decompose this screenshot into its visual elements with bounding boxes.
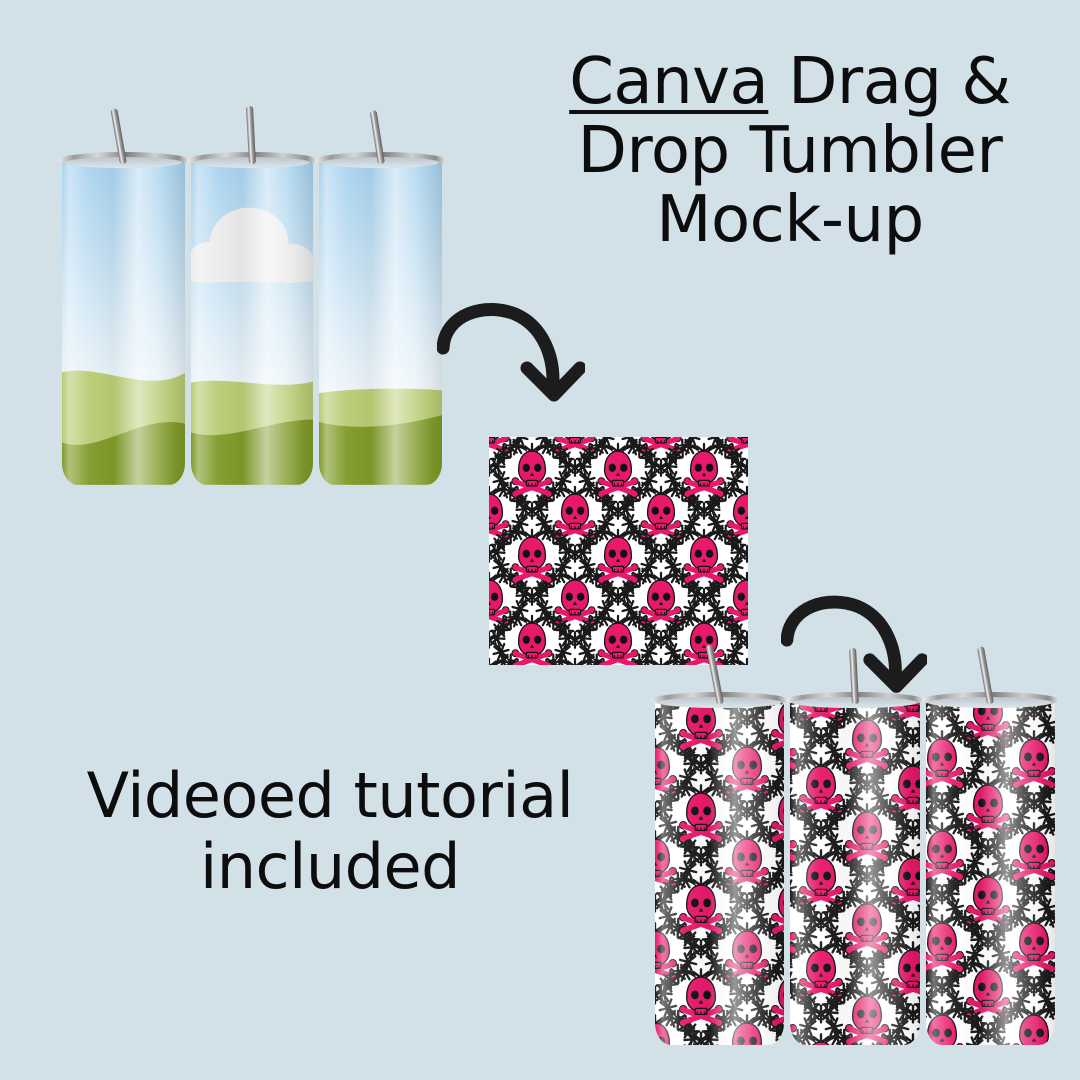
tumbler[interactable]	[58, 108, 189, 485]
tumbler[interactable]	[786, 647, 924, 1045]
headline-line1-rest: Drag &	[768, 45, 1011, 119]
arrow-to-swatch-icon	[437, 303, 585, 402]
patterned-tumblers-group	[651, 644, 1059, 1050]
tumbler[interactable]	[921, 646, 1059, 1045]
blank-landscape-tumblers-group	[58, 105, 446, 490]
tutorial-note: Videoed tutorial included	[20, 760, 640, 903]
headline-underlined-word: Canva	[569, 45, 769, 119]
cloud-shape	[190, 201, 314, 289]
tumbler-pattern-wrap	[655, 700, 785, 1045]
tumbler-body	[319, 160, 442, 485]
arrow-to-tumblers-icon	[781, 595, 927, 693]
tumbler-pattern-wrap	[790, 700, 920, 1045]
skull-heart-pattern-swatch[interactable]	[489, 437, 748, 665]
tumbler[interactable]	[186, 105, 318, 485]
tutorial-note-line2: included	[200, 830, 460, 904]
tumbler-pattern-wrap	[925, 700, 1055, 1045]
tumbler[interactable]	[315, 110, 446, 485]
tumbler-body	[790, 700, 920, 1045]
tumbler-body	[190, 160, 314, 485]
tumbler-body	[655, 700, 785, 1045]
page-title: Canva Drag & Drop Tumbler Mock-up	[520, 45, 1060, 258]
hill-dark	[190, 397, 314, 485]
tutorial-note-line1: Videoed tutorial	[86, 759, 574, 832]
tumbler-body	[925, 700, 1055, 1045]
tumbler-body	[62, 160, 185, 485]
hill-dark	[62, 397, 185, 485]
headline-line2: Drop Tumbler	[577, 114, 1003, 189]
tumbler[interactable]	[651, 644, 789, 1045]
headline-line3: Mock-up	[656, 183, 924, 258]
hill-dark	[319, 397, 442, 485]
